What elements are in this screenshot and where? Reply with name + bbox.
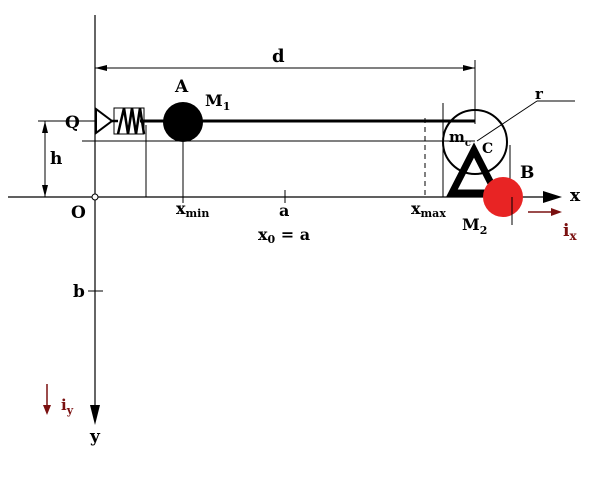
- label-iy-main: i: [61, 396, 67, 414]
- spring: [112, 107, 146, 135]
- label-mc: mc: [449, 128, 471, 149]
- triangle-support: [446, 142, 502, 197]
- label-m1-main: M: [205, 91, 223, 110]
- ix-arrowhead: [551, 208, 562, 216]
- label-x0: x0 = a: [258, 225, 310, 246]
- label-c: C: [482, 141, 493, 157]
- label-xmax-main: x: [411, 199, 421, 218]
- label-m2-sub: 2: [480, 224, 488, 237]
- label-xmin: xmin: [176, 199, 209, 220]
- label-d: d: [272, 46, 285, 67]
- label-b-mass: B: [520, 163, 534, 183]
- y-axis-arrowhead: [90, 405, 100, 425]
- label-m2-main: M: [462, 215, 480, 234]
- label-xmax: xmax: [411, 199, 446, 220]
- label-mc-main: m: [449, 128, 465, 146]
- mass-m1: [163, 102, 203, 142]
- label-mc-sub: c: [465, 138, 471, 149]
- label-ix: ix: [563, 221, 577, 243]
- label-y-axis: y: [89, 427, 101, 447]
- label-x0-sub: 0: [268, 233, 276, 246]
- d-arrow-right: [463, 65, 475, 71]
- h-arrow-top: [42, 121, 48, 133]
- label-a-tick: a: [279, 201, 289, 220]
- label-iy-sub: y: [66, 404, 74, 417]
- iy-arrowhead: [43, 405, 51, 415]
- x-axis-arrowhead: [543, 191, 562, 203]
- label-ix-main: i: [563, 221, 570, 241]
- r-leader: [476, 100, 538, 142]
- label-h: h: [50, 149, 62, 169]
- h-arrow-bottom: [42, 185, 48, 197]
- d-arrow-left: [95, 65, 107, 71]
- label-m2: M2: [462, 215, 487, 237]
- label-xmin-main: x: [176, 199, 186, 218]
- label-m1-sub: 1: [223, 100, 231, 113]
- label-xmin-sub: min: [186, 207, 210, 220]
- label-iy: iy: [61, 396, 74, 417]
- label-ix-sub: x: [569, 229, 577, 243]
- label-x-axis: x: [570, 186, 581, 206]
- label-xmax-sub: max: [421, 207, 447, 220]
- label-a-point: A: [174, 77, 189, 97]
- label-x0-main: x: [258, 225, 268, 244]
- label-r: r: [535, 85, 544, 103]
- label-x0-rest: = a: [275, 225, 310, 244]
- mass-b: [483, 177, 523, 217]
- label-b-tick: b: [73, 282, 85, 302]
- origin-point: [91, 193, 99, 201]
- label-m1: M1: [205, 91, 230, 113]
- label-q: Q: [65, 113, 80, 133]
- label-o: O: [71, 203, 86, 223]
- wheel: [442, 109, 508, 175]
- pivot-q: [95, 107, 114, 135]
